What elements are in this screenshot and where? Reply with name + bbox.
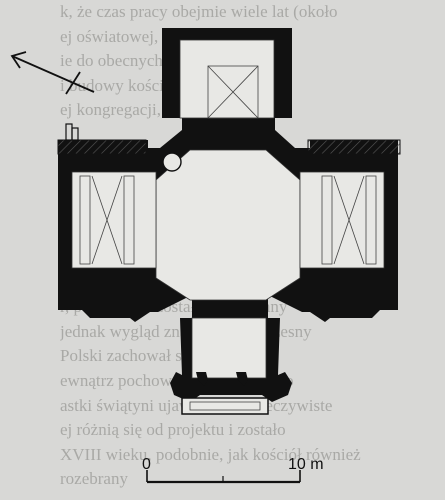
scale-bar bbox=[146, 470, 301, 484]
scale-label-start: 0 bbox=[142, 456, 151, 473]
vault-lines bbox=[91, 65, 365, 265]
hatched-wall-right bbox=[307, 139, 401, 155]
entrance-details bbox=[162, 152, 248, 386]
north-arrow-icon bbox=[10, 51, 95, 95]
arm-pilasters bbox=[79, 175, 377, 265]
background-text-line: ej różnią się od projektu i zostało bbox=[60, 420, 286, 440]
scale-label-end: 10 m bbox=[288, 456, 324, 473]
hatched-wall-left bbox=[57, 139, 147, 155]
background-text-line: k, że czas pracy obejmie wiele lat (okoł… bbox=[60, 2, 338, 21]
background-text-line: XVIII wieku, podobnie, jak kościół równi… bbox=[60, 444, 361, 464]
entrance-steps bbox=[181, 397, 269, 415]
interior-spaces bbox=[71, 39, 385, 379]
background-text-line: rozebrany bbox=[60, 469, 128, 489]
